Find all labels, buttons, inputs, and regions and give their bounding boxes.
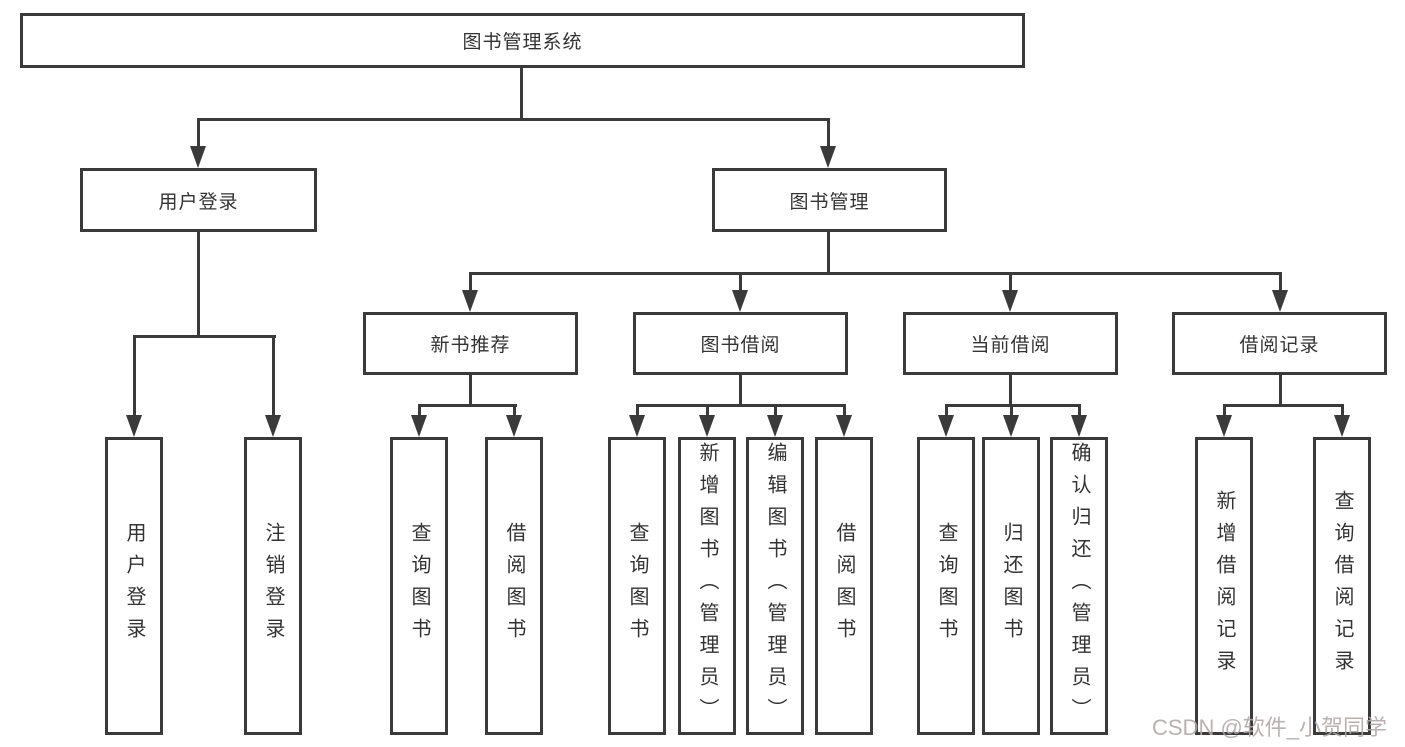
arrowhead-down-icon [265,415,281,437]
arrowhead-down-icon [462,290,478,312]
leaf-edit-books-admin: 编辑图书（管理员） [746,437,804,735]
leaf-user-login: 用户登录 [105,437,163,735]
connector-line [469,272,472,294]
connector-line [1279,272,1282,294]
connector-line [636,404,639,419]
leaf-return-books: 归还图书 [982,437,1040,735]
connector-line [1009,272,1012,294]
connector-line [197,118,830,121]
connector-line [739,375,742,407]
leaf-query-books-current: 查询图书 [917,437,975,735]
connector-line [1341,404,1344,419]
connector-line [272,335,275,417]
connector-line [843,404,846,419]
arrowhead-down-icon [1002,290,1018,312]
node-user-login: 用户登录 [80,168,317,232]
arrowhead-down-icon [1071,415,1087,437]
node-borrowing-records: 借阅记录 [1172,312,1387,375]
node-current-borrowing: 当前借阅 [903,312,1118,375]
leaf-logout: 注销登录 [244,437,302,735]
connector-line [774,404,777,419]
arrowhead-down-icon [820,146,836,168]
arrowhead-down-icon [506,415,522,437]
connector-line [827,118,830,150]
connector-line [513,404,516,419]
connector-line [520,68,523,121]
connector-line [469,375,472,407]
connector-line [133,335,136,417]
arrowhead-down-icon [190,146,206,168]
connector-line [827,232,830,275]
arrowhead-down-icon [1003,415,1019,437]
connector-line [1009,375,1012,407]
connector-line [945,404,948,419]
arrowhead-down-icon [126,415,142,437]
connector-line [1010,404,1013,419]
connector-line [706,404,709,419]
arrowhead-down-icon [836,415,852,437]
arrowhead-down-icon [732,290,748,312]
arrowhead-down-icon [1216,415,1232,437]
connector-line [133,335,276,338]
arrowhead-down-icon [938,415,954,437]
leaf-query-books-recommend: 查询图书 [390,437,448,735]
connector-line [418,404,421,419]
node-new-book-recommend: 新书推荐 [363,312,578,375]
connector-line [1078,404,1081,419]
leaf-confirm-return-admin: 确认归还（管理员） [1050,437,1108,735]
connector-line [197,118,200,150]
node-library-management-system: 图书管理系统 [20,13,1025,68]
leaf-add-books-admin: 新增图书（管理员） [678,437,736,735]
arrowhead-down-icon [411,415,427,437]
connector-line [739,272,742,294]
connector-line [197,232,200,338]
arrowhead-down-icon [767,415,783,437]
leaf-borrow-books-borrowing: 借阅图书 [815,437,873,735]
arrowhead-down-icon [629,415,645,437]
csdn-watermark: CSDN @软件_小贺同学 [1152,715,1388,740]
leaf-query-borrow-record: 查询借阅记录 [1313,437,1371,735]
node-book-borrowing: 图书借阅 [633,312,848,375]
connector-line [1223,404,1344,407]
arrowhead-down-icon [699,415,715,437]
arrowhead-down-icon [1334,415,1350,437]
connector-line [1279,375,1282,407]
connector-line [1223,404,1226,419]
leaf-query-books-borrowing: 查询图书 [608,437,666,735]
connector-line [418,404,517,407]
leaf-add-borrow-record: 新增借阅记录 [1195,437,1253,735]
connector-line [636,404,846,407]
connector-line [945,404,1081,407]
arrowhead-down-icon [1272,290,1288,312]
leaf-borrow-books-recommend: 借阅图书 [485,437,543,735]
connector-line [469,272,1282,275]
node-book-management: 图书管理 [712,168,947,232]
